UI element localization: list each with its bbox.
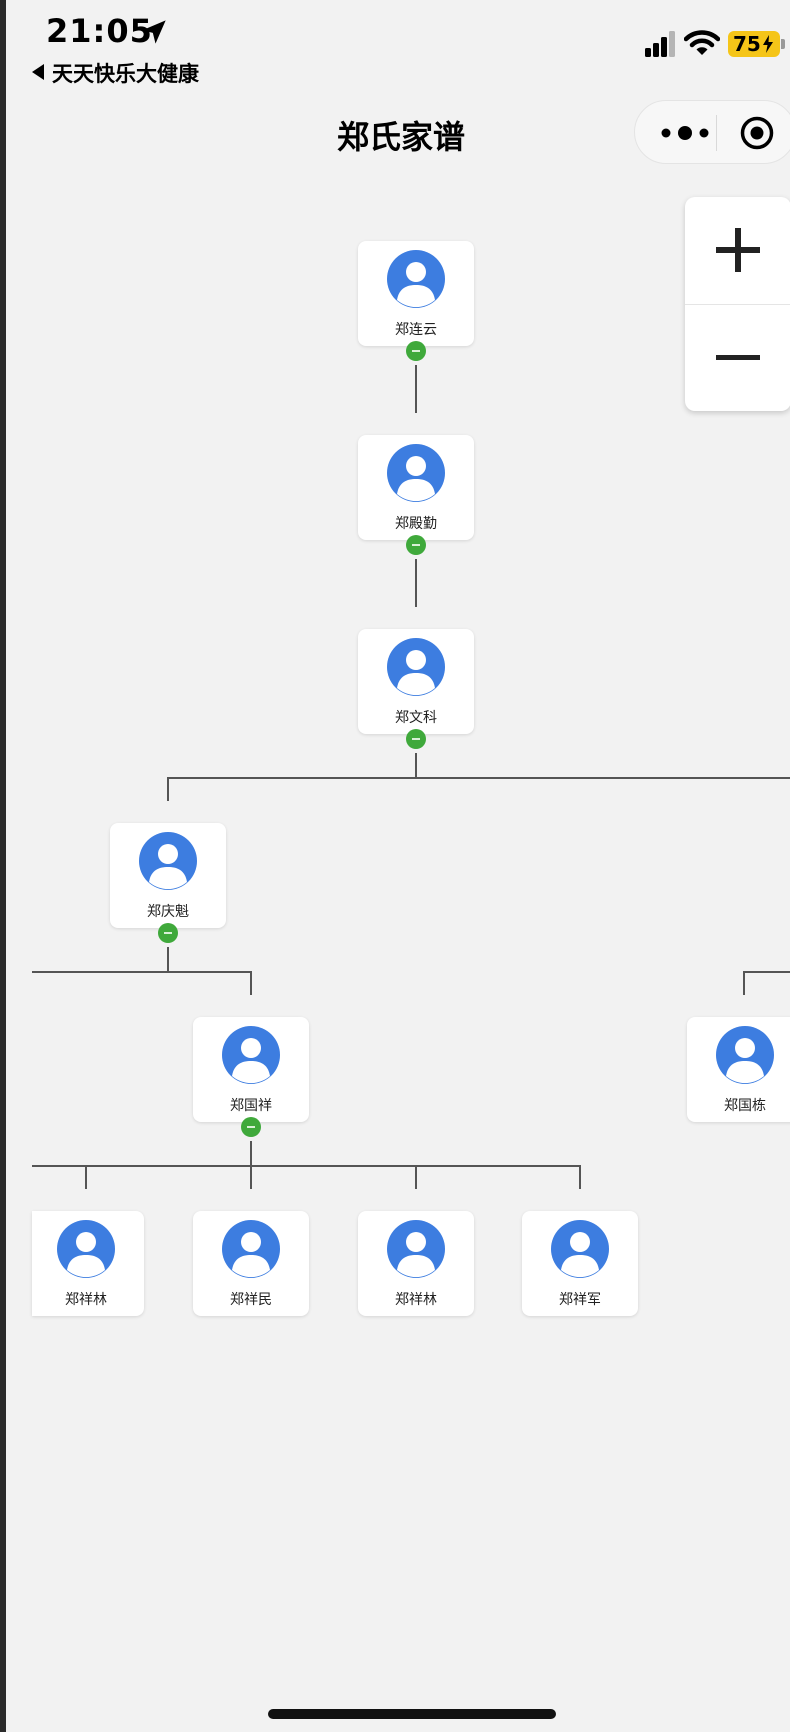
person-node[interactable]: 郑祥林 [358,1211,474,1316]
person-name: 郑祥民 [230,1292,272,1308]
person-avatar-icon [716,1026,774,1084]
tree-link [250,1141,252,1165]
tree-link [167,777,169,801]
zoom-out-button[interactable] [685,304,790,411]
tree-link [167,947,169,971]
tree-link [250,1165,252,1189]
person-node[interactable]: 郑庆魁 [110,823,226,928]
person-node[interactable]: 郑殿勤 [358,435,474,540]
person-name: 郑祥军 [559,1292,601,1308]
battery-level: 75 [733,32,761,56]
tree-link [743,971,790,973]
charging-bolt-icon [762,35,773,53]
person-name: 郑祥林 [395,1292,437,1308]
cellular-signal-icon [645,31,675,57]
collapse-toggle-icon[interactable] [158,923,178,943]
collapse-toggle-icon[interactable] [241,1117,261,1137]
person-avatar-icon [222,1026,280,1084]
minus-icon [716,355,760,360]
person-node[interactable]: 郑文科 [358,629,474,734]
tree-link [167,777,790,779]
more-dots-icon[interactable] [655,123,715,143]
person-avatar-icon [57,1220,115,1278]
tree-link [415,753,417,777]
tree-link [250,971,252,995]
capsule-divider [716,115,717,151]
zoom-controls [685,197,790,411]
battery-tip [781,39,785,49]
person-name: 郑文科 [395,710,437,726]
person-node[interactable]: 郑祥军 [522,1211,638,1316]
zoom-in-button[interactable] [685,197,790,304]
person-name: 郑连云 [395,322,437,338]
person-avatar-icon [387,638,445,696]
person-avatar-icon [387,250,445,308]
tree-link [415,1165,417,1189]
collapse-toggle-icon[interactable] [406,535,426,555]
person-avatar-icon [387,1220,445,1278]
miniprogram-capsule [634,100,790,164]
wifi-icon [684,30,720,55]
collapse-toggle-icon[interactable] [406,729,426,749]
person-avatar-icon [551,1220,609,1278]
back-triangle-icon [32,64,44,80]
location-arrow-icon [142,20,166,44]
tree-link [415,365,417,413]
person-node[interactable]: 郑祥民 [193,1211,309,1316]
person-node[interactable]: 郑国栋 [687,1017,790,1122]
person-avatar-icon [222,1220,280,1278]
person-name: 郑祥林 [65,1292,107,1308]
target-circle-icon[interactable] [739,115,775,151]
tree-link [85,1165,87,1189]
person-node[interactable]: 郑祥林 [32,1211,144,1316]
collapse-toggle-icon[interactable] [406,341,426,361]
battery-indicator: 75 [728,31,780,57]
status-time: 21:05 [46,12,153,50]
person-node[interactable]: 郑连云 [358,241,474,346]
tree-link [32,971,252,973]
person-name: 郑庆魁 [147,904,189,920]
home-indicator[interactable] [268,1709,556,1719]
plus-icon [716,228,760,272]
person-avatar-icon [387,444,445,502]
person-name: 郑殿勤 [395,516,437,532]
back-to-app-button[interactable]: 天天快乐大健康 [32,58,199,88]
back-app-label: 天天快乐大健康 [52,62,199,86]
person-name: 郑国祥 [230,1098,272,1114]
person-name: 郑国栋 [724,1098,766,1114]
page-title: 郑氏家谱 [336,118,465,156]
tree-link [415,559,417,607]
person-avatar-icon [139,832,197,890]
family-tree-canvas[interactable]: 郑连云 郑殿勤 郑文科 郑庆魁 郑国祥 郑国栋 [6,190,790,1732]
person-node[interactable]: 郑国祥 [193,1017,309,1122]
tree-link [743,971,745,995]
tree-link [32,1165,581,1167]
tree-link [579,1165,581,1189]
